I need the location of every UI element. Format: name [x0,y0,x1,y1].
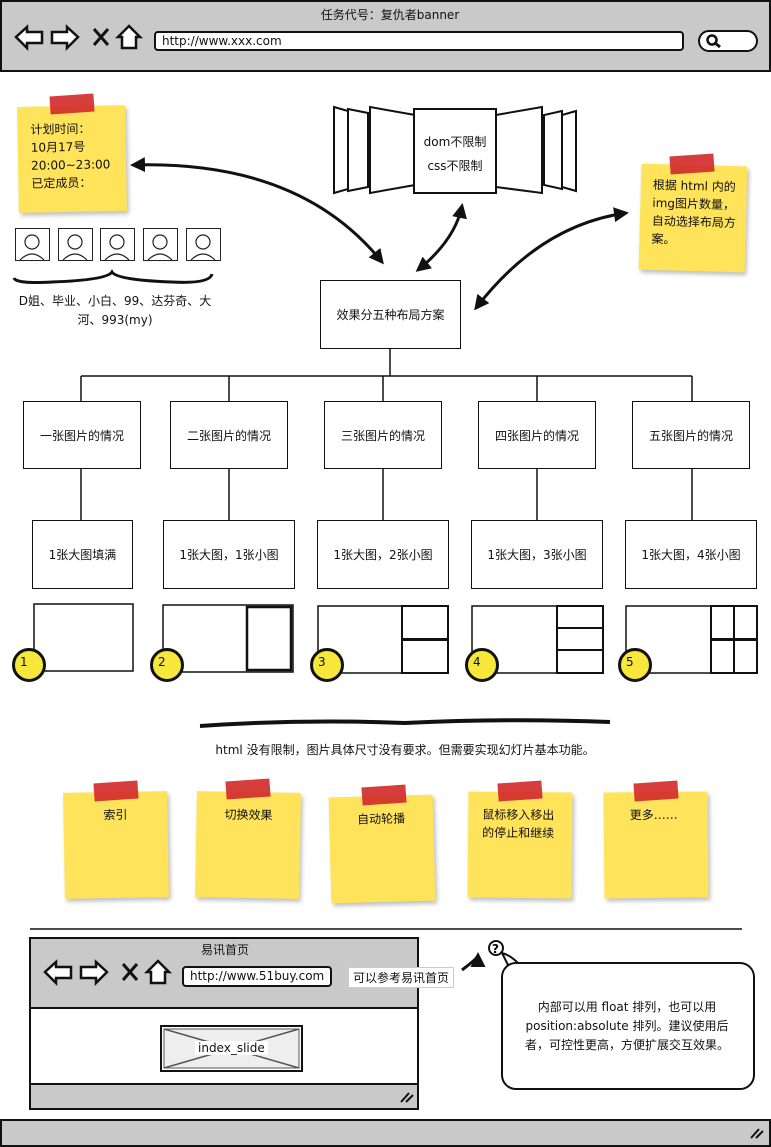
feature-label: 鼠标移入移出的停止和继续 [482,807,555,841]
resize-grip-icon [750,1128,764,1139]
image-placeholder-label: index_slide [195,1041,268,1055]
nav-icons [14,24,144,52]
feature-note: 更多…… [603,791,709,899]
case-title-box: 一张图片的情况 [23,401,141,469]
feature-note: 切换效果 [195,791,301,899]
member-avatar [15,228,50,261]
root-box: 效果分五种布局方案 [320,280,461,349]
feature-label: 更多…… [629,807,678,823]
layout-1 [33,603,134,672]
search-icon [706,34,721,49]
member-avatar [58,228,93,261]
url-field[interactable]: http://www.xxx.com [154,31,684,51]
case-desc-box: 1张大图填满 [32,520,133,589]
layout-wireframes [33,603,758,674]
requirement-text: html 没有限制，图片具体尺寸没有要求。但需要实现幻灯片基本功能。 [215,743,595,757]
back-icon [14,24,44,52]
case-number-badge: 5 [618,648,652,682]
dom-note: dom不限制 css不限制 [414,130,496,178]
reference-title: 易讯首页 [200,943,249,957]
browser-statusbar [0,1119,771,1147]
case-number-badge: 2 [150,648,184,682]
dom-line: dom不限制 [423,135,487,149]
close-icon [121,963,139,981]
case-title-box: 二张图片的情况 [170,401,288,469]
reference-nav-icons [43,959,173,987]
tape [93,780,139,802]
case-number-badge: 4 [465,648,499,682]
search-field[interactable] [698,30,758,52]
feature-label: 索引 [103,807,128,823]
feature-note: 鼠标移入移出的停止和继续 [467,791,573,899]
brace-icon [12,269,214,284]
case-title-box: 五张图片的情况 [632,401,750,469]
home-icon [143,959,173,985]
feature-label: 自动轮播 [357,811,406,827]
case-number-badge: 1 [12,648,46,682]
tape [361,784,407,806]
case-desc-box: 1张大图，2张小图 [317,520,449,589]
reference-url-field[interactable]: http://www.51buy.com [182,966,332,987]
svg-text:?: ? [492,942,499,956]
case-desc-box: 1张大图，3张小图 [471,520,603,589]
tape [497,780,543,802]
home-icon [114,24,144,50]
tip-bubble: ? [488,940,755,1090]
feature-note: 自动轮播 [328,794,436,904]
tape [633,780,679,802]
reference-statusbar [29,1083,419,1110]
tip-text: 内部可以用 float 排列，也可以用 position:absolute 排列… [524,1000,729,1052]
close-icon [92,28,110,46]
reference-callout: 可以参考易讯首页 [348,967,455,988]
case-desc-box: 1张大图，4张小图 [625,520,757,589]
members-text: D姐、毕业、小白、99、达芬奇、大河、993(my) [18,294,212,327]
case-desc-box: 1张大图，1张小图 [163,520,295,589]
css-line: css不限制 [427,159,483,173]
resize-grip-icon [400,1092,414,1103]
feature-label: 切换效果 [224,807,273,823]
forward-icon [79,959,109,987]
feature-note: 索引 [63,791,169,899]
back-icon [43,959,73,987]
member-avatar [100,228,135,261]
forward-icon [50,24,80,52]
window-title: 任务代号：复仇者banner [320,8,460,22]
tape [225,778,271,800]
case-number-badge: 3 [310,648,344,682]
question-icon [488,940,504,956]
case-title-box: 四张图片的情况 [478,401,596,469]
case-title-box: 三张图片的情况 [324,401,442,469]
